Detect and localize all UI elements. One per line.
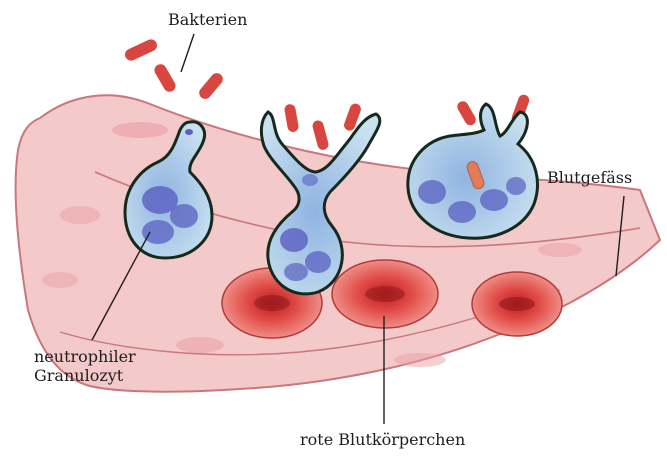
vessel-texture xyxy=(112,122,168,138)
nucleus xyxy=(506,177,526,195)
bacterium xyxy=(123,37,159,62)
bacterium xyxy=(311,119,329,151)
label-neutrophil-line1: neutrophiler xyxy=(34,347,136,366)
label-rote-blutkoerperchen: rote Blutkörperchen xyxy=(300,430,465,449)
nucleus xyxy=(170,204,198,228)
vessel-texture xyxy=(176,337,224,353)
vessel-texture xyxy=(538,243,582,257)
label-neutrophiler-granulozyt: neutrophiler Granulozyt xyxy=(34,347,136,385)
bacterium xyxy=(197,71,225,102)
vessel-texture xyxy=(394,353,446,367)
red-blood-cell xyxy=(332,260,438,328)
nucleus xyxy=(185,129,193,135)
nucleus xyxy=(448,201,476,223)
nucleus xyxy=(305,251,331,273)
bacterium xyxy=(284,103,300,132)
label-neutrophil-line2: Granulozyt xyxy=(34,366,136,385)
nucleus xyxy=(302,174,318,186)
bacterium xyxy=(152,62,177,94)
label-bakterien: Bakterien xyxy=(168,10,247,29)
bacterium xyxy=(455,99,478,127)
nucleus xyxy=(284,263,308,281)
vessel-texture xyxy=(42,272,78,288)
nucleus xyxy=(418,180,446,204)
vessel-texture xyxy=(60,206,100,224)
leader-line-bakterien xyxy=(181,34,194,72)
nucleus xyxy=(280,228,308,252)
nucleus xyxy=(142,220,174,244)
nucleus xyxy=(480,189,508,211)
label-blutgefaess: Blutgefäss xyxy=(547,168,632,187)
red-blood-cell xyxy=(472,272,562,336)
